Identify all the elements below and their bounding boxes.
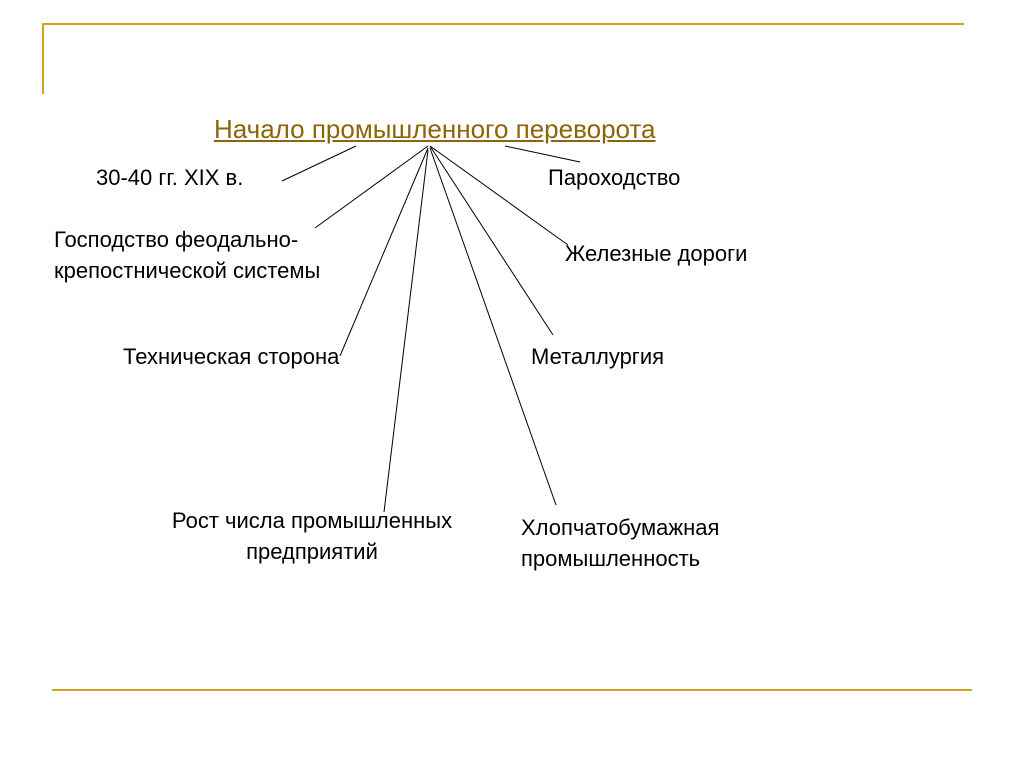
node-cotton-line-2: промышленность <box>521 546 701 571</box>
node-feudal: Господство феодально- крепостнической си… <box>54 224 320 286</box>
node-metallurgy: Металлургия <box>531 344 665 369</box>
node-feudal-line-1: Господство феодально- <box>54 227 299 252</box>
node-feudal-line-2: крепостнической системы <box>54 258 321 283</box>
node-steam: Пароходство <box>548 165 681 190</box>
connector-growth <box>383 149 429 513</box>
node-growth: Рост числа промышленных предприятий <box>130 505 494 567</box>
node-railways: Железные дороги <box>565 241 748 266</box>
frame-top-line <box>42 23 964 25</box>
connector-cotton <box>429 147 557 506</box>
connector-period <box>281 145 357 182</box>
diagram-title: Начало промышленного переворота <box>214 114 656 144</box>
node-period: 30-40 гг. XIX в. <box>96 165 244 190</box>
frame-bottom-line <box>52 689 972 691</box>
node-growth-line-1: Рост числа промышленных <box>171 508 453 533</box>
connector-railways <box>429 145 569 246</box>
node-cotton-line-1: Хлопчатобумажная <box>521 515 720 540</box>
frame-left-line <box>42 23 44 94</box>
connector-technical <box>339 147 429 357</box>
node-growth-line-2: предприятий <box>246 539 378 564</box>
connector-feudal <box>314 145 429 229</box>
node-cotton: Хлопчатобумажная промышленность <box>521 512 719 574</box>
node-technical: Техническая сторона <box>123 344 340 369</box>
connector-metallurgy <box>429 145 554 336</box>
connector-steam <box>504 145 581 163</box>
